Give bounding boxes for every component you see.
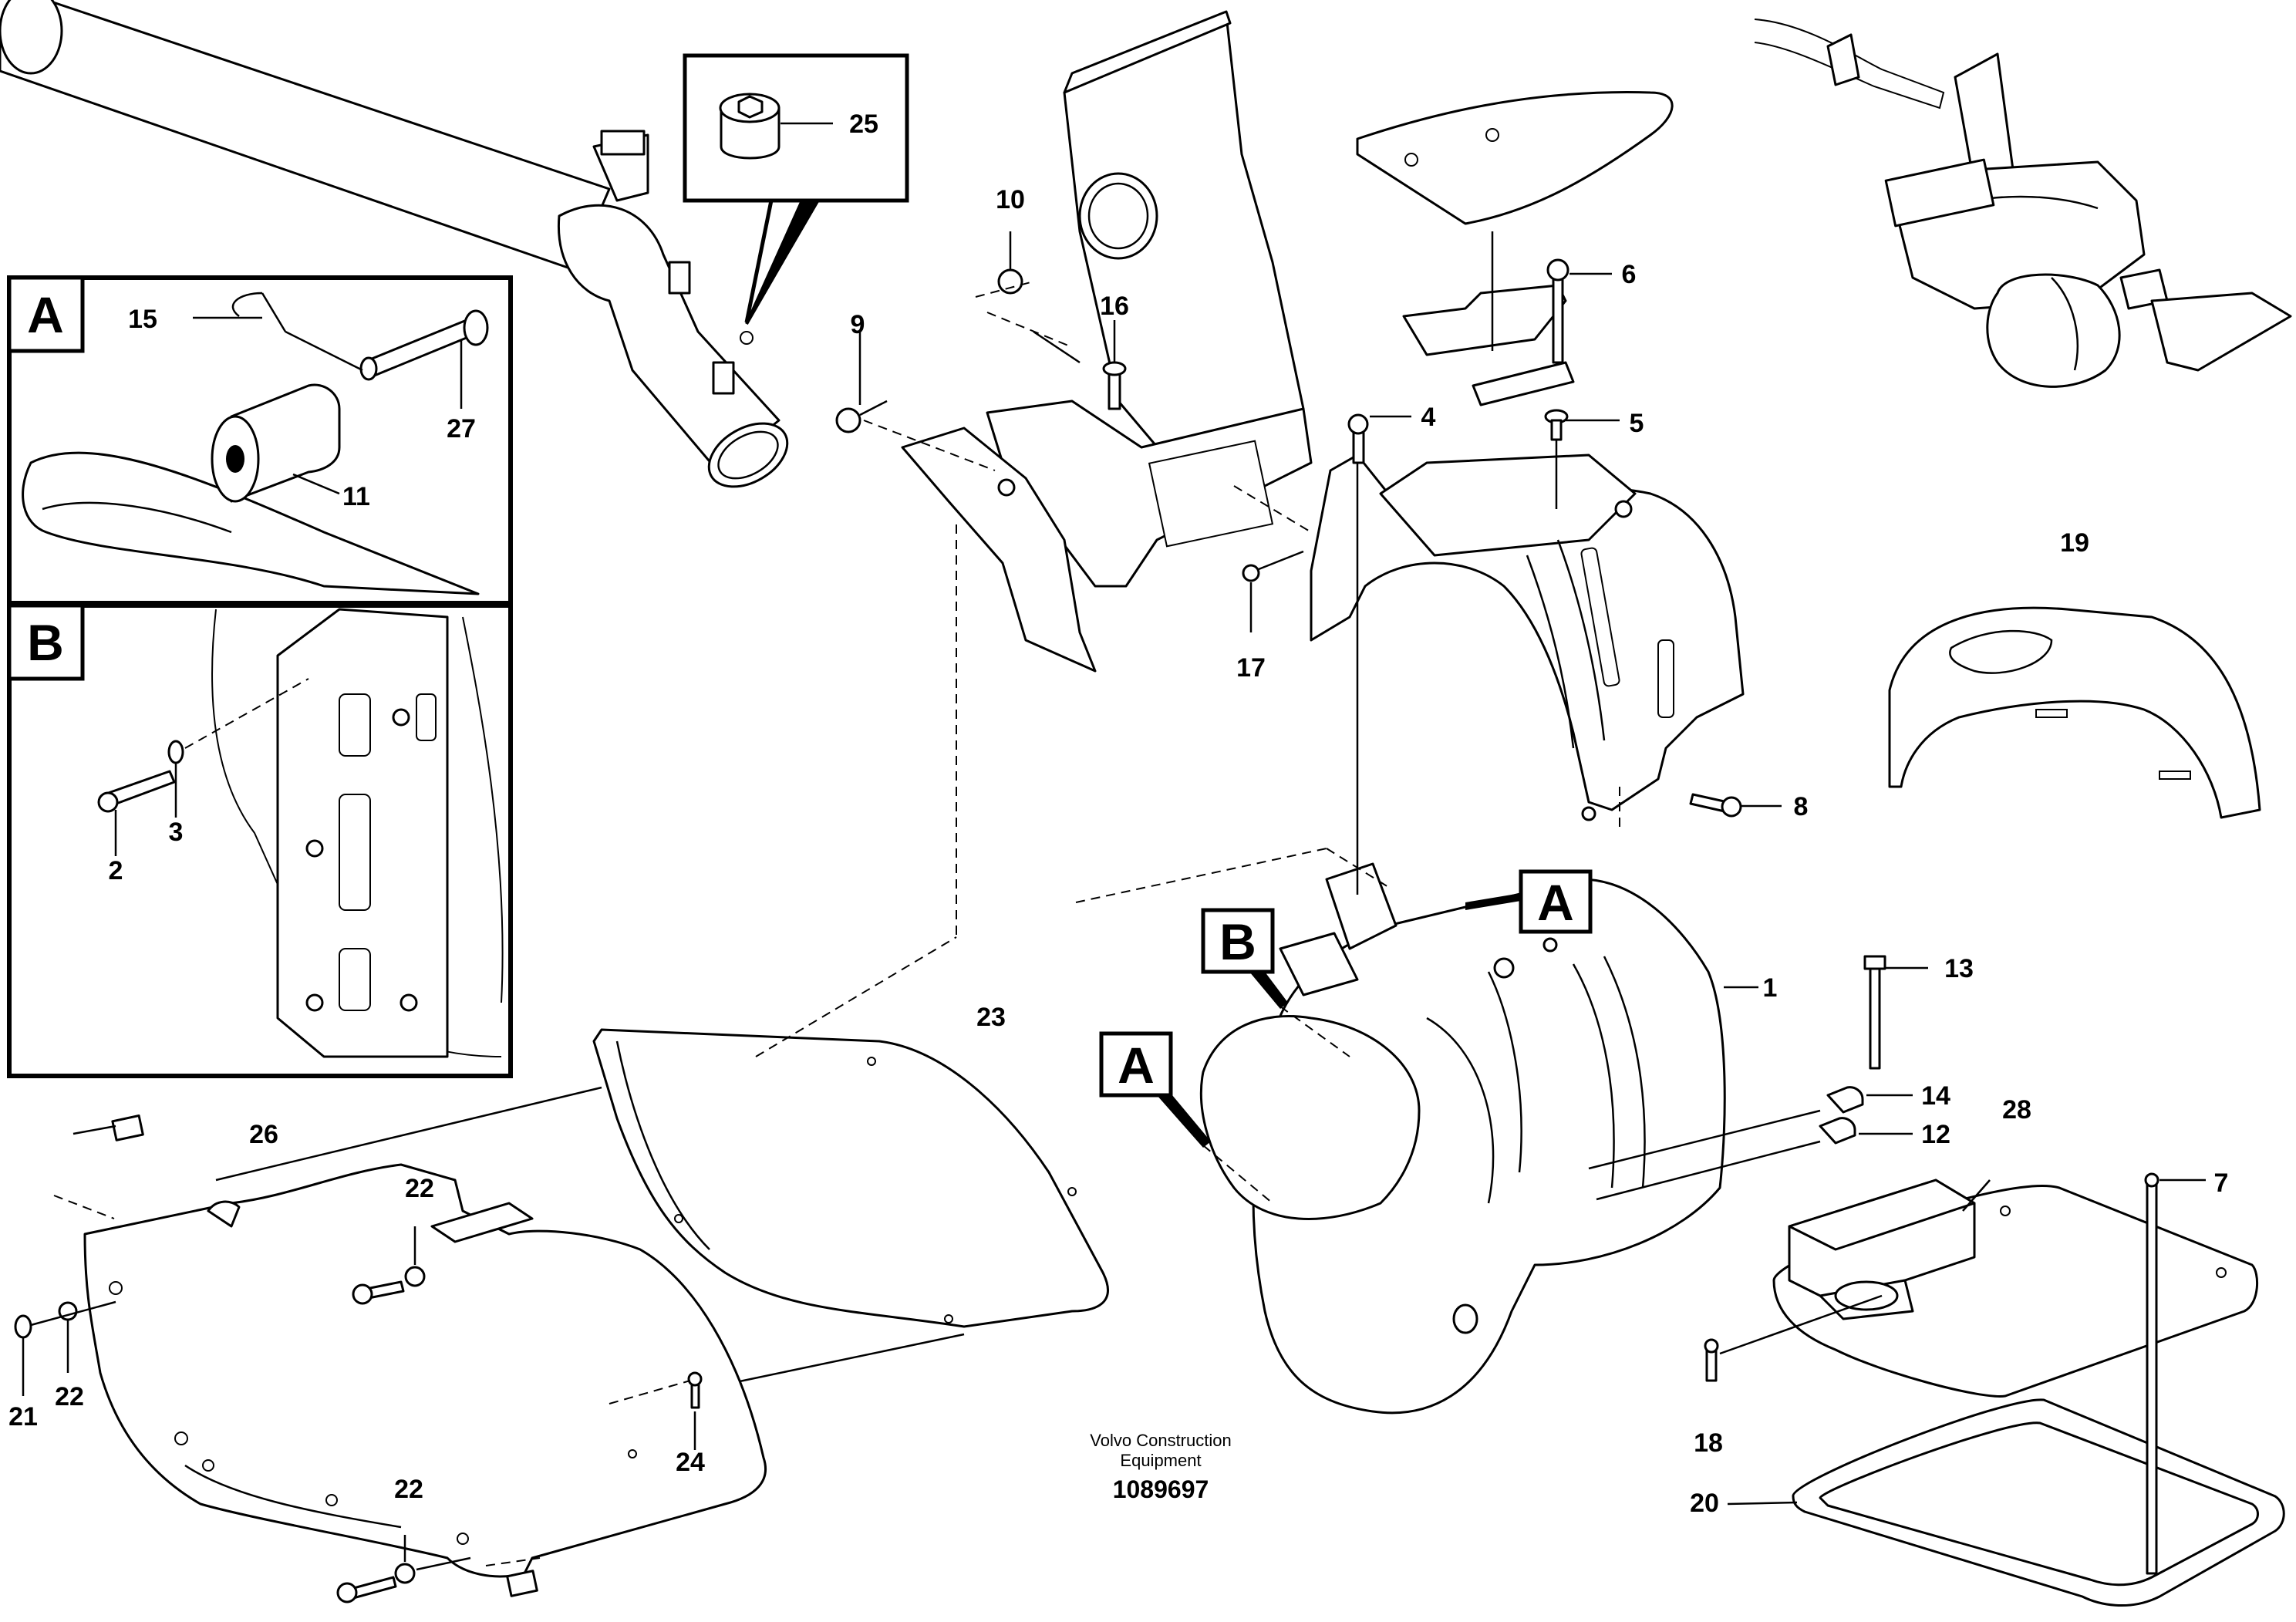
upper-duct-housing	[863, 10, 1313, 937]
label-20: 20	[1690, 1489, 1719, 1518]
leader-lines	[1033, 330, 1081, 364]
label-8: 8	[1794, 792, 1809, 821]
label-4: 4	[1421, 403, 1436, 432]
label-11: 11	[342, 482, 370, 511]
main-tank	[1075, 463, 1758, 1415]
part-19-cover	[1888, 606, 2261, 819]
inset-b-letter: B	[27, 614, 64, 671]
label-19: 19	[2060, 528, 2089, 558]
label-5: 5	[1630, 409, 1644, 438]
label-21: 21	[8, 1402, 38, 1431]
label-18: 18	[1694, 1428, 1723, 1458]
label-25: 25	[849, 110, 878, 139]
part-20-gasket	[1727, 1172, 2285, 1607]
callout-b-letter: B	[1219, 913, 1256, 970]
fasteners	[14, 231, 1782, 1603]
label-2: 2	[109, 856, 123, 885]
label-13: 13	[1944, 954, 1974, 983]
label-28: 28	[2002, 1095, 2031, 1125]
detail-callouts	[1099, 869, 1593, 1204]
label-26: 26	[249, 1120, 278, 1149]
part-number-labels: 1 2 3 4 5 6 7 8 9 10 11 12 13 14 15 16 1…	[8, 110, 2228, 1518]
callout-a-left-letter: A	[1118, 1037, 1155, 1094]
label-16: 16	[1100, 292, 1129, 321]
label-1: 1	[1763, 973, 1778, 1003]
right-bolts	[1588, 955, 1928, 1201]
part-26-shield	[53, 1114, 767, 1597]
drive-shaft-tube	[0, 0, 789, 488]
label-6: 6	[1622, 260, 1637, 289]
label-15: 15	[128, 305, 157, 334]
inset-a-panel	[7, 275, 513, 605]
detail-25-box	[683, 53, 909, 325]
label-12: 12	[1921, 1120, 1950, 1149]
inset-b-panel	[7, 603, 513, 1078]
label-7: 7	[2214, 1168, 2229, 1198]
label-9: 9	[851, 310, 865, 339]
detail-view-letters: A B A B A	[27, 286, 1574, 1094]
label-27: 27	[447, 414, 476, 443]
label-24: 24	[676, 1448, 705, 1477]
drawing-number: 1089697	[1113, 1475, 1209, 1503]
label-14: 14	[1921, 1081, 1950, 1111]
callout-a-top-letter: A	[1537, 874, 1574, 931]
label-22-left: 22	[55, 1382, 84, 1411]
part-28-plate	[1704, 1179, 2259, 1398]
drawing-caption: Volvo Construction Equipment 1089697	[1090, 1431, 1231, 1503]
upper-shield	[1356, 91, 1674, 406]
label-17: 17	[1236, 653, 1266, 683]
overview-thumbnail	[1754, 19, 2292, 388]
label-22-upper: 22	[405, 1174, 434, 1203]
fender-bracket-assembly	[1310, 454, 1745, 829]
label-22-lower: 22	[394, 1475, 423, 1504]
label-10: 10	[996, 185, 1025, 214]
inset-a-letter: A	[27, 286, 64, 343]
caption-line-1: Volvo Construction	[1090, 1431, 1231, 1450]
label-3: 3	[169, 818, 184, 847]
label-23: 23	[976, 1003, 1006, 1032]
caption-line-2: Equipment	[1120, 1451, 1201, 1470]
